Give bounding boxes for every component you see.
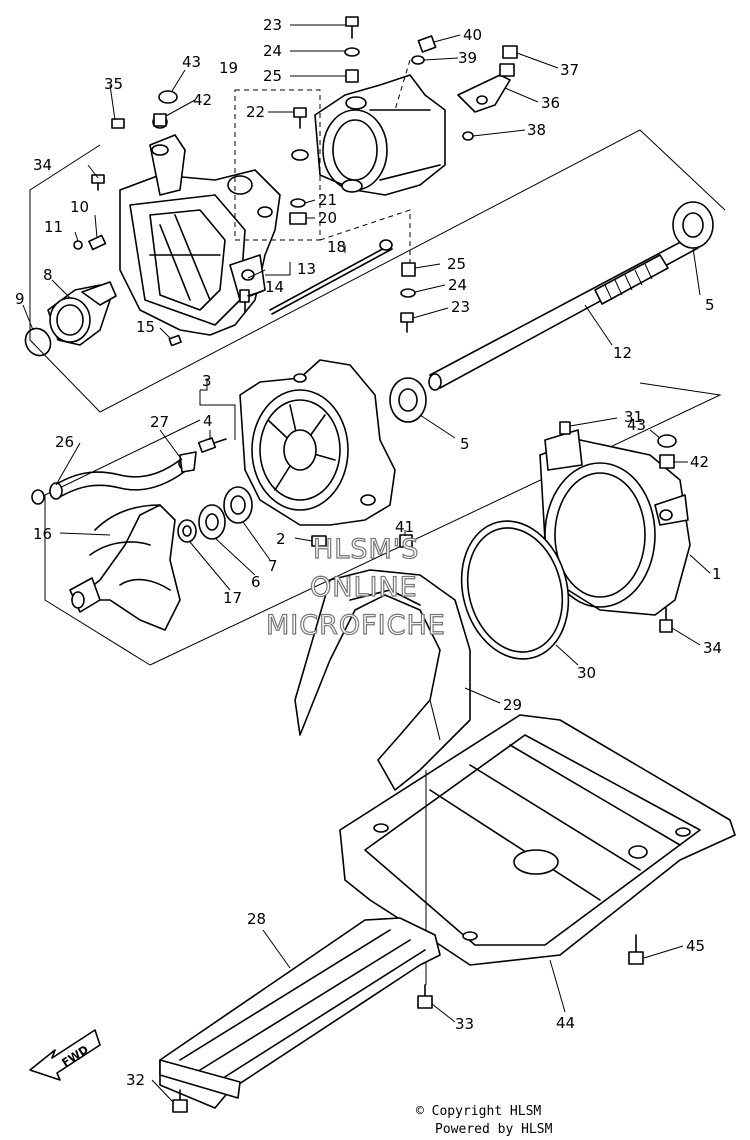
bolt-41 bbox=[399, 534, 413, 548]
callout-26: 26 bbox=[55, 433, 74, 451]
callout-22: 22 bbox=[246, 103, 265, 121]
callout-16: 16 bbox=[33, 525, 52, 543]
nut-42-right bbox=[659, 454, 675, 469]
callout-23a: 23 bbox=[263, 16, 282, 34]
housing-bolts bbox=[73, 113, 250, 347]
callout-24a: 24 bbox=[263, 42, 282, 60]
callout-45: 45 bbox=[686, 937, 705, 955]
ring-30 bbox=[460, 520, 570, 660]
callout-15: 15 bbox=[136, 318, 155, 336]
copyright-line-1: © Copyright HLSM bbox=[416, 1104, 541, 1119]
callout-12: 12 bbox=[613, 344, 632, 362]
callout-27: 27 bbox=[150, 413, 169, 431]
bolt-stack-right bbox=[400, 262, 416, 333]
callout-10: 10 bbox=[70, 198, 89, 216]
callout-43b: 43 bbox=[627, 416, 646, 434]
callout-numbers: 23 24 25 40 39 37 36 38 43 42 19 35 22 3… bbox=[15, 16, 722, 1089]
callout-38: 38 bbox=[527, 121, 546, 139]
callout-21: 21 bbox=[318, 191, 337, 209]
callout-19: 19 bbox=[219, 59, 238, 77]
copyright-notice: © Copyright HLSM Powered by HLSM bbox=[416, 1104, 553, 1137]
hose-26 bbox=[49, 451, 197, 500]
impeller-16 bbox=[69, 504, 181, 631]
watermark-line-3: MICROFICHE bbox=[266, 610, 446, 641]
callout-35: 35 bbox=[104, 75, 123, 93]
callout-41: 41 bbox=[395, 518, 414, 536]
seal-7 bbox=[223, 486, 253, 524]
callout-2: 2 bbox=[276, 530, 286, 548]
ride-plate-seal-29 bbox=[294, 569, 471, 791]
callout-5b: 5 bbox=[460, 435, 470, 453]
o-ring-43-right bbox=[657, 434, 677, 448]
callout-32: 32 bbox=[126, 1071, 145, 1089]
callout-30: 30 bbox=[577, 664, 596, 682]
intake-grate-28 bbox=[159, 917, 441, 1109]
callout-24b: 24 bbox=[448, 276, 467, 294]
callout-25b: 25 bbox=[447, 255, 466, 273]
callout-7: 7 bbox=[268, 557, 278, 575]
callout-11: 11 bbox=[44, 218, 63, 236]
callout-42a: 42 bbox=[193, 91, 212, 109]
bolt-33 bbox=[417, 984, 433, 1009]
washer-17 bbox=[177, 519, 197, 543]
callout-36: 36 bbox=[541, 94, 560, 112]
callout-29: 29 bbox=[503, 696, 522, 714]
inlet-cover bbox=[47, 281, 117, 346]
assembly-frame-lines bbox=[29, 129, 726, 666]
watermark-line-1: HLSM'S bbox=[313, 534, 419, 565]
callout-34a: 34 bbox=[33, 156, 52, 174]
callout-31: 31 bbox=[624, 408, 643, 426]
callout-1: 1 bbox=[712, 565, 722, 583]
leader-lines bbox=[22, 24, 711, 1103]
bearing-5-middle bbox=[389, 377, 427, 423]
callout-28: 28 bbox=[247, 910, 266, 928]
intake-housing bbox=[119, 134, 281, 336]
callout-9: 9 bbox=[15, 290, 25, 308]
callout-8: 8 bbox=[43, 266, 53, 284]
callout-4: 4 bbox=[203, 412, 213, 430]
callout-42b: 42 bbox=[690, 453, 709, 471]
seal-6 bbox=[198, 504, 226, 540]
drive-shaft bbox=[428, 236, 699, 391]
nozzle-1 bbox=[539, 429, 691, 616]
watermark: HLSM'S ONLINE MICROFICHE bbox=[265, 533, 446, 641]
screw-31 bbox=[559, 421, 571, 435]
bolt-45 bbox=[628, 934, 644, 965]
callout-5a: 5 bbox=[705, 296, 715, 314]
bolt-34-right bbox=[659, 607, 673, 633]
callout-40: 40 bbox=[463, 26, 482, 44]
callout-13: 13 bbox=[297, 260, 316, 278]
bearing-5-upper bbox=[672, 201, 714, 249]
callout-34b: 34 bbox=[703, 639, 722, 657]
ride-plate-44 bbox=[339, 714, 736, 966]
copyright-line-2: Powered by HLSM bbox=[435, 1122, 553, 1137]
callout-39: 39 bbox=[458, 49, 477, 67]
callout-44: 44 bbox=[556, 1014, 575, 1032]
fwd-direction-arrow: FWD bbox=[29, 1029, 101, 1081]
o-ring-9 bbox=[24, 327, 52, 357]
callout-23b: 23 bbox=[451, 298, 470, 316]
callout-43a: 43 bbox=[182, 53, 201, 71]
callout-18: 18 bbox=[327, 238, 346, 256]
clamp-small bbox=[31, 489, 45, 505]
callout-25a: 25 bbox=[263, 67, 282, 85]
duct-housing bbox=[291, 74, 446, 196]
callout-20: 20 bbox=[318, 209, 337, 227]
callout-3: 3 bbox=[202, 372, 212, 390]
bolt-32 bbox=[172, 1089, 188, 1113]
callout-37: 37 bbox=[560, 61, 579, 79]
bolt-4 bbox=[197, 437, 227, 453]
stud-18 bbox=[269, 239, 393, 315]
impeller-housing bbox=[239, 359, 396, 526]
callout-17: 17 bbox=[223, 589, 242, 607]
watermark-line-2: ONLINE bbox=[310, 572, 418, 603]
o-ring-43-upper bbox=[158, 90, 178, 104]
callout-6: 6 bbox=[251, 573, 261, 591]
bolt-stack-upper bbox=[289, 16, 360, 225]
callout-14: 14 bbox=[265, 278, 284, 296]
callout-33: 33 bbox=[455, 1015, 474, 1033]
